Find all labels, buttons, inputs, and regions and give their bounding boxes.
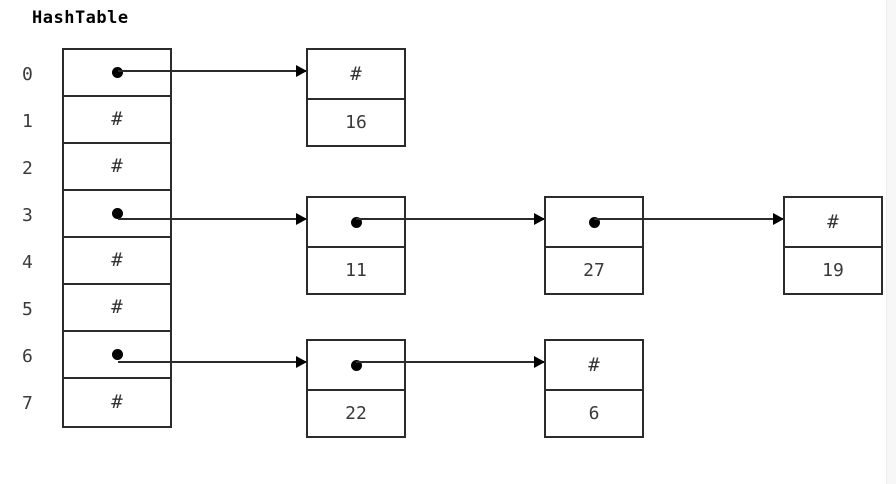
hash-table-array: # # # # # <box>62 48 172 428</box>
diagram-title: HashTable <box>32 8 129 28</box>
pointer-dot-icon <box>111 208 123 219</box>
list-node-22[interactable]: 22 <box>306 339 406 438</box>
list-node-6[interactable]: # 6 <box>544 339 644 438</box>
hash-slot-1[interactable]: # <box>64 97 170 144</box>
node-value-text: 16 <box>345 111 367 133</box>
hash-index-label-3: 3 <box>22 205 33 226</box>
hash-slot-3[interactable] <box>64 191 170 238</box>
node-value-cell: 19 <box>785 248 881 293</box>
null-marker: # <box>111 296 123 318</box>
node-value-text: 11 <box>345 259 367 281</box>
hash-slot-2[interactable]: # <box>64 144 170 191</box>
node-value-text: 19 <box>822 259 844 281</box>
hash-index-label-1: 1 <box>22 111 33 132</box>
hash-slot-4[interactable]: # <box>64 238 170 285</box>
hash-index-label-6: 6 <box>22 346 33 367</box>
node-next-cell: # <box>546 341 642 391</box>
arrow-node27-to-node19 <box>594 213 784 225</box>
node-value-cell: 6 <box>546 391 642 436</box>
hash-slot-6[interactable] <box>64 332 170 379</box>
null-marker: # <box>111 249 123 271</box>
arrow-slot6-to-node22 <box>118 356 307 368</box>
null-marker: # <box>111 391 123 413</box>
node-value-cell: 16 <box>308 100 404 145</box>
pointer-dot-icon <box>350 359 362 371</box>
pointer-dot-icon <box>111 67 123 78</box>
null-marker: # <box>588 353 600 376</box>
hash-index-label-4: 4 <box>22 252 33 273</box>
hash-index-label-5: 5 <box>22 299 33 320</box>
page-edge <box>886 0 896 484</box>
pointer-dot-icon <box>350 216 362 228</box>
node-value-text: 22 <box>345 402 367 424</box>
list-node-11[interactable]: 11 <box>306 196 406 295</box>
arrow-node11-to-node27 <box>356 213 545 225</box>
hash-index-label-0: 0 <box>22 64 33 85</box>
pointer-dot-icon <box>111 349 123 360</box>
node-value-text: 6 <box>588 402 600 424</box>
null-marker: # <box>827 210 839 233</box>
arrow-node22-to-node6 <box>356 356 545 368</box>
hash-slot-0[interactable] <box>64 50 170 97</box>
node-next-cell: # <box>308 50 404 100</box>
node-value-cell: 22 <box>308 391 404 436</box>
arrow-slot3-to-node11 <box>118 213 307 225</box>
node-value-text: 27 <box>583 259 605 281</box>
arrow-slot0-to-node16 <box>118 65 307 77</box>
list-node-27[interactable]: 27 <box>544 196 644 295</box>
node-value-cell: 11 <box>308 248 404 293</box>
node-value-cell: 27 <box>546 248 642 293</box>
null-marker: # <box>350 62 362 85</box>
node-next-cell <box>546 198 642 248</box>
hash-index-label-7: 7 <box>22 393 33 414</box>
hash-slot-5[interactable]: # <box>64 285 170 332</box>
null-marker: # <box>111 108 123 130</box>
hash-slot-7[interactable]: # <box>64 379 170 426</box>
node-next-cell <box>308 198 404 248</box>
node-next-cell <box>308 341 404 391</box>
list-node-16[interactable]: # 16 <box>306 48 406 147</box>
node-next-cell: # <box>785 198 881 248</box>
hash-index-label-2: 2 <box>22 158 33 179</box>
list-node-19[interactable]: # 19 <box>783 196 883 295</box>
null-marker: # <box>111 155 123 177</box>
pointer-dot-icon <box>588 216 600 228</box>
